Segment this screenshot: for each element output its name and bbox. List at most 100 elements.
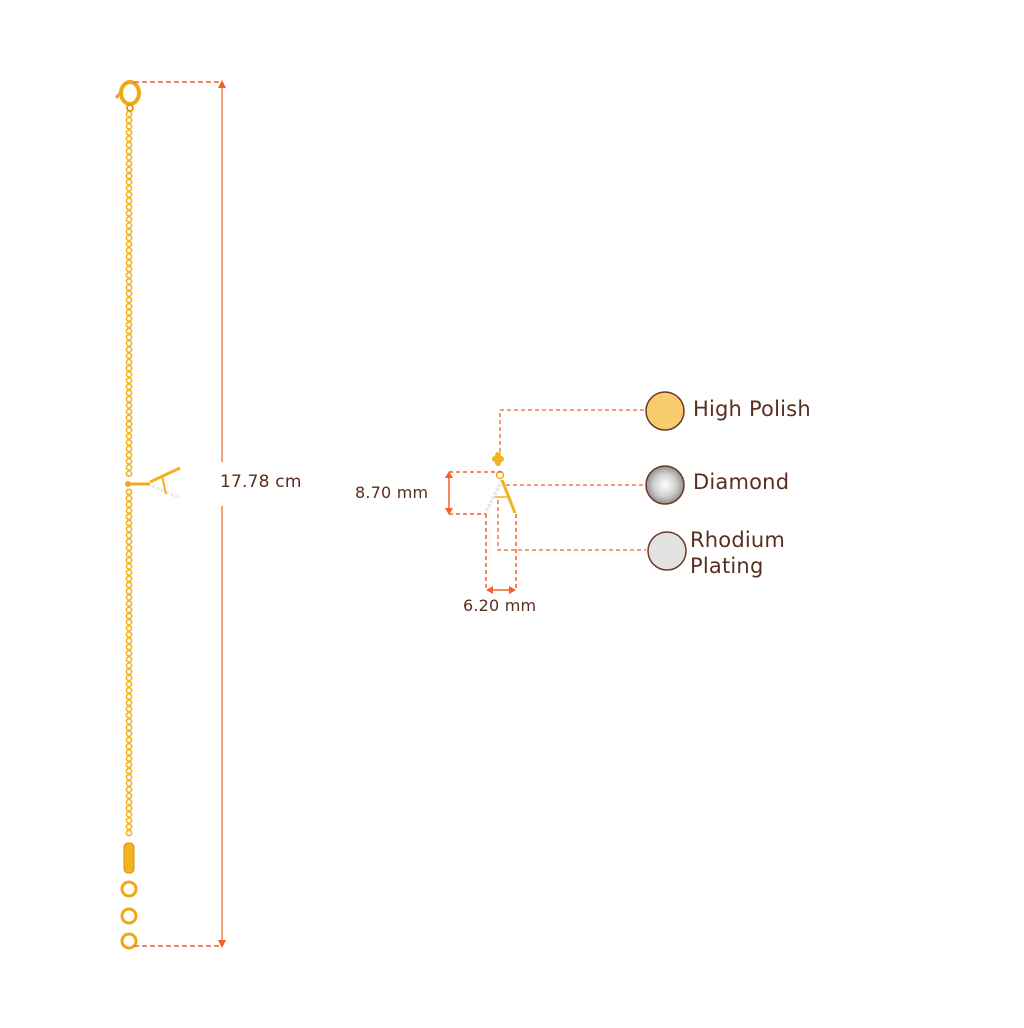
- chain-link: [125, 141, 133, 149]
- chain-link: [125, 197, 133, 205]
- chain-link: [125, 829, 133, 837]
- chain-link: [125, 519, 133, 527]
- chain-link: [125, 327, 133, 335]
- lobster-clasp-icon: [114, 80, 141, 112]
- bracelet-pendant-letter-a-icon: [125, 466, 181, 500]
- chain-link: [125, 761, 133, 769]
- chain-link: [125, 488, 133, 496]
- chain-link: [125, 147, 133, 155]
- chain-link: [125, 420, 133, 428]
- pendant-width-dimension: [485, 514, 517, 594]
- chain-link: [125, 618, 133, 626]
- chain-link: [125, 439, 133, 446]
- chain-link: [125, 352, 133, 360]
- rhodium-plating-swatch-icon: [647, 531, 687, 571]
- chain-link: [125, 780, 133, 787]
- chain-link: [125, 178, 133, 186]
- chain-link: [125, 662, 133, 669]
- chain-link: [125, 110, 133, 118]
- chain-link: [125, 470, 133, 477]
- chain-link: [125, 377, 133, 384]
- chain-link: [125, 550, 133, 558]
- chain-link: [125, 594, 133, 601]
- chain-link: [125, 606, 133, 614]
- chain-link: [125, 290, 133, 298]
- chain-link: [125, 587, 133, 595]
- chain-link: [125, 296, 133, 304]
- chain-link: [125, 823, 133, 831]
- chain-link: [125, 253, 133, 260]
- chain-link: [125, 711, 133, 719]
- chain-link: [125, 123, 133, 130]
- pendant-height-dimension: [445, 471, 502, 515]
- chain-link: [125, 364, 133, 372]
- chain-link: [125, 643, 133, 651]
- chain-link: [125, 203, 133, 211]
- chain-link: [125, 730, 133, 738]
- chain-link: [125, 129, 133, 136]
- chain-link: [125, 575, 133, 583]
- chain-link: [125, 339, 133, 347]
- chain-link: [125, 451, 133, 459]
- chain-link: [125, 457, 133, 465]
- chain-link: [125, 426, 133, 434]
- chain-link: [125, 612, 133, 620]
- chain-link: [125, 798, 133, 806]
- pendant-detail-letter-a-icon: [484, 452, 517, 514]
- chain-link: [125, 817, 133, 824]
- chain-link: [125, 792, 133, 800]
- chain-link: [125, 414, 133, 422]
- chain-link: [125, 718, 133, 725]
- overall-length-label: 17.78 cm: [220, 472, 302, 492]
- chain-link: [125, 699, 133, 707]
- chain-link: [125, 284, 133, 291]
- chain-link: [125, 724, 133, 731]
- chain-link: [125, 389, 133, 397]
- legend-rhodium-plating-label: Rhodium Plating: [690, 527, 810, 579]
- chain-link: [125, 346, 133, 353]
- chain-link: [125, 271, 133, 279]
- chain-link: [125, 600, 133, 607]
- chain-link: [125, 222, 133, 229]
- chain-link: [125, 166, 133, 174]
- legend-rhodium-line2: Plating: [690, 554, 764, 578]
- chain-link: [125, 705, 133, 713]
- chain-link: [125, 315, 133, 322]
- chain-link: [125, 228, 133, 236]
- chain-link: [125, 401, 133, 409]
- chain-link: [125, 513, 133, 521]
- chain-link: [125, 308, 133, 316]
- chain-link: [125, 637, 133, 645]
- pendant-width-label: 6.20 mm: [463, 596, 537, 615]
- chain-link: [125, 687, 133, 694]
- chain-link: [125, 395, 133, 403]
- chain-link: [125, 556, 133, 564]
- chain-link: [125, 811, 133, 818]
- chain-link: [125, 749, 133, 756]
- chain-link: [125, 302, 133, 310]
- chain-link: [125, 693, 133, 700]
- chain-link: [125, 525, 133, 533]
- high-polish-swatch-icon: [645, 391, 685, 431]
- chain-link: [125, 625, 133, 632]
- chain-link: [125, 333, 133, 341]
- chain-link: [125, 153, 133, 161]
- chain-link: [125, 408, 133, 415]
- chain-link: [125, 538, 133, 545]
- chain-link: [125, 191, 133, 198]
- chain-link: [125, 463, 133, 471]
- chain-link: [125, 581, 133, 589]
- diamond-swatch-icon: [645, 465, 685, 505]
- chain-link: [125, 736, 133, 744]
- chain-link: [125, 755, 133, 762]
- chain-link: [125, 370, 133, 378]
- chain-link: [125, 773, 133, 781]
- chain-link: [125, 631, 133, 638]
- legend-leader-lines: [497, 409, 646, 551]
- chain-link: [125, 234, 133, 242]
- chain-link: [125, 649, 133, 657]
- chain-link: [125, 569, 133, 576]
- chain-link: [125, 116, 133, 124]
